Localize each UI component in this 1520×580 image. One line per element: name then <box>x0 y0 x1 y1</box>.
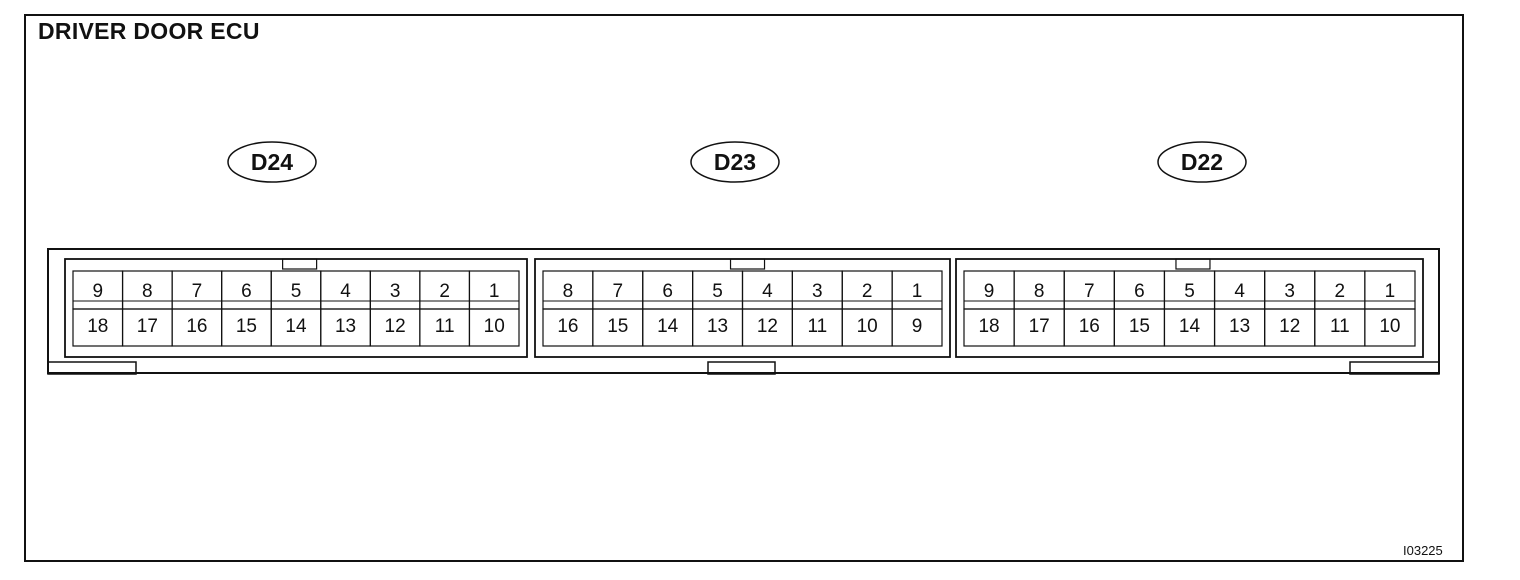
pin-number: 12 <box>757 316 778 337</box>
connector-tag-d22: D22 <box>1157 141 1247 183</box>
pin-cell-bottom <box>1364 308 1416 347</box>
connector-shell <box>64 258 528 358</box>
pin-number: 3 <box>1284 281 1295 302</box>
pin-number: 7 <box>192 281 203 302</box>
pin-number: 16 <box>557 316 578 337</box>
pin-number: 17 <box>1029 316 1050 337</box>
pin-number: 15 <box>236 316 257 337</box>
pin-number: 14 <box>657 316 679 337</box>
connector-key <box>729 258 766 270</box>
pin-number: 2 <box>439 281 450 302</box>
latch-tab-right <box>1349 361 1440 375</box>
latch-tab-center <box>707 361 776 375</box>
pin-number: 18 <box>87 316 108 337</box>
pin-number: 11 <box>1330 316 1350 337</box>
pin-number: 6 <box>241 281 252 302</box>
pin-number: 7 <box>1084 281 1095 302</box>
pin-number: 4 <box>762 281 773 302</box>
connector-key <box>1175 258 1211 270</box>
pin-number: 5 <box>712 281 723 302</box>
pin-number: 13 <box>335 316 356 337</box>
pin-number: 8 <box>563 281 574 302</box>
pin-number: 16 <box>186 316 207 337</box>
ecu-housing <box>47 248 1440 374</box>
pin-number: 1 <box>1385 281 1396 302</box>
connector-tag-d24: D24 <box>227 141 317 183</box>
diagram-title: DRIVER DOOR ECU <box>38 18 260 44</box>
pin-cell-bottom <box>891 308 943 347</box>
pin-number: 4 <box>340 281 351 302</box>
pin-number: 6 <box>662 281 673 302</box>
pin-number: 5 <box>291 281 302 302</box>
pin-number: 10 <box>1379 316 1400 337</box>
pin-number: 5 <box>1184 281 1195 302</box>
figure-reference: I03225 <box>1403 543 1443 558</box>
pin-number: 2 <box>1335 281 1346 302</box>
connector-label: D22 <box>1181 149 1223 175</box>
pin-number: 17 <box>137 316 158 337</box>
pin-number: 15 <box>607 316 628 337</box>
pin-number: 10 <box>484 316 505 337</box>
pin-number: 12 <box>1279 316 1300 337</box>
pin-number: 13 <box>707 316 728 337</box>
pin-number: 4 <box>1234 281 1245 302</box>
pin-number: 10 <box>857 316 878 337</box>
pin-number: 3 <box>812 281 823 302</box>
pin-number: 18 <box>978 316 999 337</box>
pin-number: 14 <box>1179 316 1201 337</box>
pin-number: 2 <box>862 281 873 302</box>
pin-number: 7 <box>613 281 624 302</box>
pin-cell-bottom <box>468 308 520 347</box>
connector-d23: 8 16 7 15 6 14 5 13 4 12 3 11 2 10 1 9 <box>534 258 951 358</box>
pin-number: 9 <box>984 281 995 302</box>
connector-label: D24 <box>251 149 293 175</box>
pin-number: 15 <box>1129 316 1150 337</box>
pin-number: 9 <box>912 316 923 337</box>
diagram-frame <box>24 14 1464 562</box>
pin-number: 11 <box>435 316 455 337</box>
latch-tab-left <box>47 361 137 375</box>
connector-tag-d23: D23 <box>690 141 780 183</box>
pin-number: 14 <box>285 316 307 337</box>
pin-number: 8 <box>142 281 153 302</box>
connector-label: D23 <box>714 149 756 175</box>
pin-number: 11 <box>807 316 827 337</box>
pin-number: 12 <box>385 316 406 337</box>
pin-number: 16 <box>1079 316 1100 337</box>
pin-number: 13 <box>1229 316 1250 337</box>
pin-number: 1 <box>489 281 500 302</box>
pin-number: 9 <box>92 281 103 302</box>
pin-number: 8 <box>1034 281 1045 302</box>
pin-number: 6 <box>1134 281 1145 302</box>
connector-shell <box>955 258 1424 358</box>
connector-key <box>282 258 318 270</box>
pin-number: 3 <box>390 281 401 302</box>
pin-number: 1 <box>912 281 923 302</box>
